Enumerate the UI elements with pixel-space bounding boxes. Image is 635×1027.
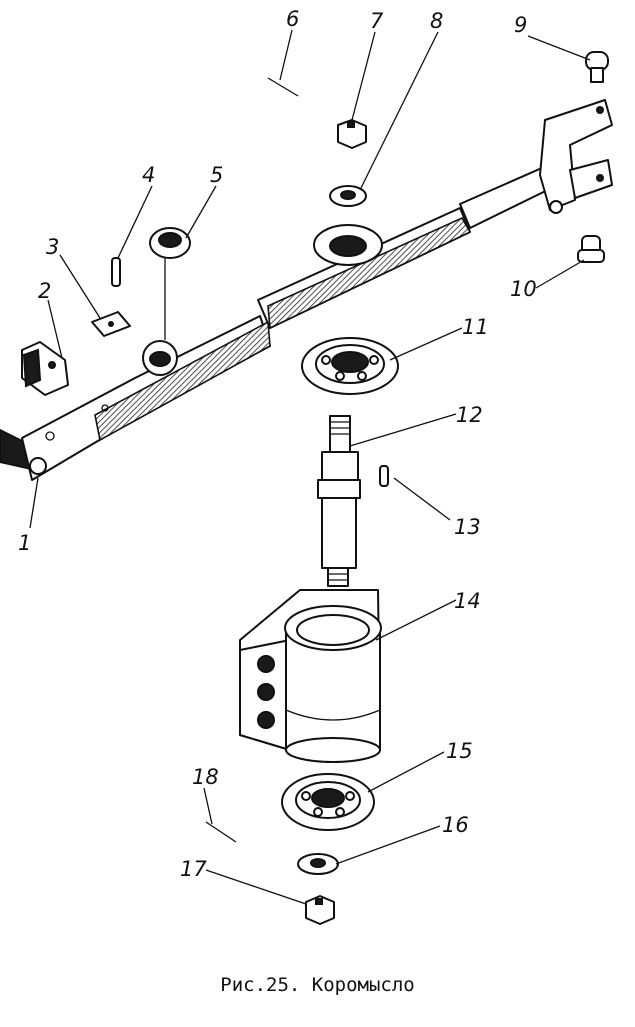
callout-2: 2 (38, 279, 51, 303)
callout-17: 17 (180, 857, 207, 881)
washer-top (329, 185, 367, 207)
callout-13: 13 (454, 515, 481, 539)
callout-4: 4 (142, 163, 155, 187)
plate (91, 311, 131, 337)
callout-15: 15 (446, 739, 473, 763)
castle-nut-lower (305, 895, 335, 925)
rocker-arm-upper (257, 99, 613, 330)
bracket (21, 341, 69, 396)
callout-7: 7 (370, 9, 384, 33)
callout-18: 18 (192, 765, 219, 789)
shaft (317, 415, 361, 587)
housing (239, 589, 382, 763)
ball-bearing-lower (281, 773, 375, 831)
castle-nut-top (337, 119, 367, 149)
callout-6: 6 (286, 7, 299, 31)
callout-10: 10 (510, 277, 537, 301)
callout-8: 8 (430, 9, 443, 33)
callout-5: 5 (210, 163, 223, 187)
callout-1: 1 (18, 531, 31, 555)
ball-bearing-upper (301, 337, 399, 395)
callout-numbers: 1 2 3 4 5 6 7 8 9 10 11 12 13 14 15 16 1… (18, 7, 537, 881)
key (379, 465, 389, 487)
callout-12: 12 (456, 403, 483, 427)
washer-lower (297, 853, 339, 875)
bolt-10 (577, 235, 605, 263)
lever-arm-left (0, 315, 271, 481)
bolt-9 (585, 51, 609, 83)
callout-16: 16 (442, 813, 469, 837)
leader-lines (29, 29, 591, 905)
figure-caption: Рис.25. Коромысло (220, 974, 415, 996)
cotter-pin (267, 77, 299, 97)
callout-11: 11 (462, 315, 489, 339)
pin (111, 257, 121, 287)
callout-9: 9 (514, 13, 527, 37)
cotter-pin-lower (205, 821, 237, 843)
callout-14: 14 (454, 589, 481, 613)
callout-3: 3 (46, 235, 59, 259)
bushing (149, 227, 191, 340)
